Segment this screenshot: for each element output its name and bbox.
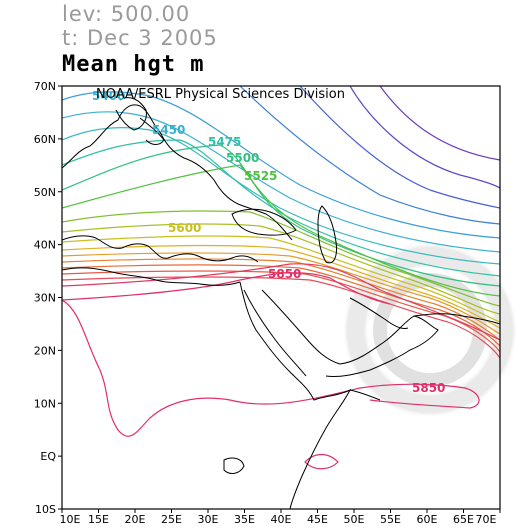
lon-label-25e: 25E (161, 513, 182, 526)
time-label: t: Dec 3 2005 (62, 26, 218, 50)
map-title: Mean hgt m (62, 52, 205, 77)
red-sea-west (243, 289, 307, 377)
persian-gulf (349, 297, 409, 329)
contour-lines (62, 86, 500, 470)
horn-of-africa (349, 389, 381, 401)
contour-label-5850-north: 5850 (268, 267, 301, 281)
latitude-labels: 70N 60N 50N 40N 30N 20N 10N EQ 10S (34, 80, 57, 516)
lon-label-70e: 70E (476, 513, 497, 526)
contour-label-5500: 5500 (226, 151, 259, 165)
contour-5700 (62, 264, 500, 347)
contour-5350 (299, 86, 500, 209)
lon-label-35e: 35E (234, 513, 255, 526)
contour-5425 (62, 111, 500, 253)
contour-5850-north (62, 272, 391, 305)
contour-label-5450: 5450 (152, 123, 185, 137)
lon-label-30e: 30E (198, 513, 219, 526)
lake-victoria (223, 457, 245, 474)
contour-5375 (239, 86, 500, 225)
contour-label-5475: 5475 (208, 135, 241, 149)
lon-label-15e: 15E (88, 513, 109, 526)
contour-label-5400: 5400 (92, 89, 125, 103)
baltic (139, 117, 165, 145)
credit-text: NOAA/ESRL Physical Sciences Division (96, 87, 345, 102)
lat-label-30n: 30N (34, 292, 56, 305)
lat-label-eq: EQ (40, 450, 56, 463)
contour-5475 (62, 139, 500, 277)
asia-coast (413, 313, 500, 325)
lon-label-65e: 65E (453, 513, 474, 526)
lon-label-45e: 45E (307, 513, 328, 526)
lat-label-70n: 70N (34, 80, 56, 93)
contour-label-5525: 5525 (244, 169, 277, 183)
contour-5725 (62, 270, 500, 353)
contour-label-5850-south: 5850 (412, 381, 445, 395)
scandinavia (115, 97, 147, 131)
contour-5300 (379, 86, 500, 161)
contour-5500 (62, 144, 500, 287)
contour-5550 (62, 210, 500, 307)
contour-5525 (62, 164, 500, 297)
africa-east-coast (239, 281, 352, 509)
coastlines (62, 97, 500, 509)
lat-label-50n: 50N (34, 186, 56, 199)
contour-5650 (62, 252, 500, 335)
mediterranean-north (62, 235, 259, 263)
contour-5400 (62, 91, 500, 239)
lon-label-50e: 50E (344, 513, 365, 526)
caspian-sea (317, 205, 337, 264)
lat-label-10s: 10S (35, 503, 56, 516)
contour-5325 (349, 86, 500, 189)
tick-marks (58, 85, 501, 513)
lat-label-40n: 40N (34, 239, 56, 252)
lon-label-60e: 60E (417, 513, 438, 526)
contour-5800 (62, 263, 500, 341)
contour-5575 (62, 223, 500, 315)
level-label: lev: 500.00 (62, 2, 191, 26)
contour-5850-south (62, 299, 480, 437)
lat-label-20n: 20N (34, 344, 56, 357)
lon-label-55e: 55E (380, 513, 401, 526)
contour-5750 (62, 276, 500, 359)
north-africa-coast (62, 267, 241, 286)
lon-label-10e: 10E (60, 513, 81, 526)
lon-label-20e: 20E (125, 513, 146, 526)
contour-labels: 5400 5450 5475 5500 5525 5600 5850 5850 (92, 89, 445, 395)
lat-label-60n: 60N (34, 133, 56, 146)
contour-label-5600: 5600 (168, 221, 201, 235)
contour-5625 (62, 244, 500, 329)
contour-5850-loop (304, 453, 339, 470)
black-sea (231, 208, 297, 236)
lat-label-10n: 10N (34, 397, 56, 410)
contour-5600 (62, 235, 500, 323)
lon-label-40e: 40E (271, 513, 292, 526)
